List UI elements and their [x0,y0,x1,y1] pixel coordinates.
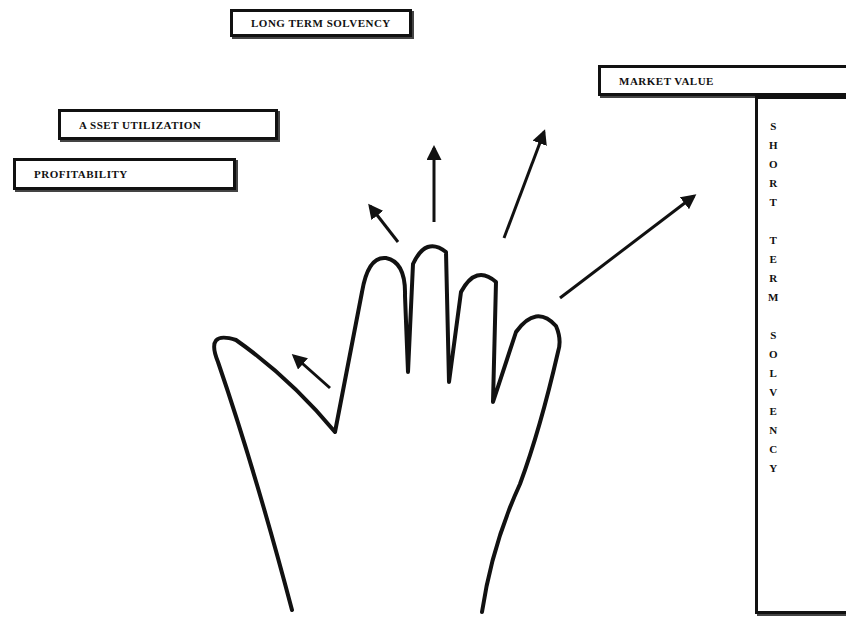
label-box: A SSET UTILIZATION [58,109,278,140]
label-letter: V [768,383,779,402]
vertical-label-box: SHORT TERM SOLVENCY [755,96,846,614]
hand-outline [214,246,559,612]
label-box: LONG TERM SOLVENCY [230,9,412,37]
leader-arrow [504,132,544,238]
label-letter: O [768,345,779,364]
leader-arrow [560,196,694,298]
label-letter: R [768,174,779,193]
label-letter: O [768,155,779,174]
label-letter [768,307,779,326]
label-letter [768,212,779,231]
box-label: PROFITABILITY [34,168,128,180]
leader-arrow [370,206,398,242]
label-letter: T [768,231,779,250]
label-letter: E [768,250,779,269]
leader-arrow [294,356,330,388]
label-letter: L [768,364,779,383]
label-letter: C [768,440,779,459]
label-letter: S [768,326,779,345]
box-label: LONG TERM SOLVENCY [251,17,391,29]
label-letter: E [768,402,779,421]
box-label: A SSET UTILIZATION [79,119,201,131]
label-box: PROFITABILITY [13,158,236,190]
label-box: MARKET VALUE [598,65,846,96]
label-letter: T [768,193,779,212]
leader-arrow [433,148,436,222]
box-label: SHORT TERM SOLVENCY [768,117,779,478]
label-letter: N [768,421,779,440]
label-letter: Y [768,459,779,478]
label-letter: S [768,117,779,136]
label-letter: H [768,136,779,155]
box-label: MARKET VALUE [619,75,714,87]
label-letter: M [768,288,779,307]
label-letter: R [768,269,779,288]
